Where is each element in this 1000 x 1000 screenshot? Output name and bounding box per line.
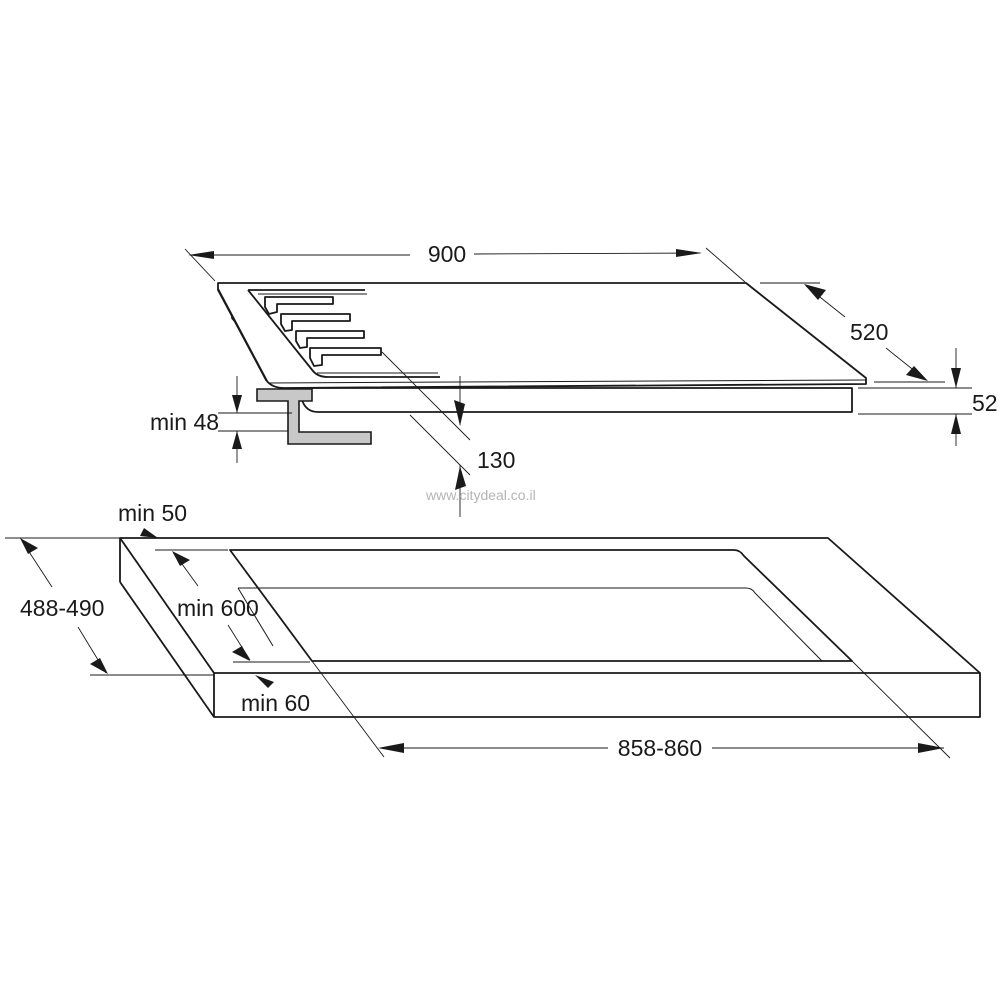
dim-min-600: min 600 (155, 549, 310, 663)
worktop-bracket (256, 388, 372, 445)
dim-min-48-label: min 48 (150, 409, 219, 435)
worktop-cutout-drawing: min 50 488-490 min 600 min 60 (5, 500, 981, 761)
hob-glass-top (217, 282, 867, 389)
dim-488-490: 488-490 (5, 537, 214, 676)
dim-min-60: min 60 (241, 675, 310, 716)
hob-drawing: 900 520 52 (150, 241, 998, 517)
dim-min-48: min 48 (150, 376, 292, 463)
knob-2 (280, 313, 351, 332)
dim-858-860: 858-860 (311, 660, 951, 761)
dim-900: 900 (184, 241, 746, 283)
control-knobs (264, 296, 382, 367)
control-panel-recess (247, 289, 440, 378)
dim-900-label: 900 (428, 241, 466, 267)
cutout-opening (229, 549, 853, 662)
knob-4 (309, 347, 382, 367)
dim-52: 52 (858, 348, 998, 446)
dim-min-50-label: min 50 (118, 500, 187, 526)
dim-130-label: 130 (477, 447, 515, 473)
knob-1 (264, 296, 334, 315)
dim-520-label: 520 (850, 319, 888, 345)
dim-min-60-label: min 60 (241, 690, 310, 716)
dim-52-label: 52 (972, 390, 998, 416)
dim-858-860-label: 858-860 (618, 735, 702, 761)
dim-488-490-label: 488-490 (20, 595, 104, 621)
dim-min-600-label: min 600 (177, 595, 259, 621)
dim-min-50: min 50 (118, 500, 187, 538)
watermark: www.citydeal.co.il (425, 487, 536, 503)
knob-3 (295, 330, 365, 349)
dim-520: 520 (760, 282, 945, 383)
dim-130: 130 (381, 351, 515, 517)
